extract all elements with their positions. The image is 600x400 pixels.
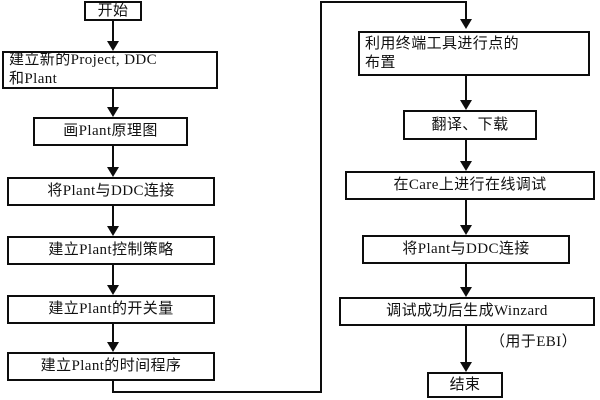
arrowhead-care-online-to-link-ddc-2 (460, 225, 472, 235)
arrowhead-control-plan-to-switch-qty (107, 285, 119, 295)
node-new-project[interactable]: 建立新的Project, DDC 和Plant (2, 51, 218, 89)
connector-winzard-to-end (465, 326, 467, 370)
arrowhead-translate-to-care-online (460, 161, 472, 171)
arrowhead-wrap-into-terminal-pts (460, 19, 472, 29)
connector-wrap-up (320, 1, 322, 393)
connector-wrap-down (112, 381, 114, 393)
node-link-ddc-1[interactable]: 将Plant与DDC连接 (7, 177, 215, 206)
node-end[interactable]: 结束 (427, 372, 503, 398)
connector-link-ddc-1-to-control-plan (112, 206, 114, 231)
connector-switch-qty-to-time-program (112, 324, 114, 347)
node-winzard[interactable]: 调试成功后生成Winzard (339, 297, 595, 326)
connector-draw-plant-to-link-ddc-1 (112, 146, 114, 172)
connector-control-plan-to-switch-qty (112, 265, 114, 290)
arrowhead-start-to-new-project (107, 41, 119, 51)
node-link-ddc-2[interactable]: 将Plant与DDC连接 (362, 235, 570, 264)
arrowhead-new-project-to-draw-plant (107, 107, 119, 117)
node-translate[interactable]: 翻译、下载 (403, 110, 537, 140)
connector-terminal-pts-to-translate (465, 76, 467, 104)
arrowhead-link-ddc-1-to-control-plan (107, 226, 119, 236)
node-time-program[interactable]: 建立Plant的时间程序 (7, 352, 215, 381)
node-start[interactable]: 开始 (84, 1, 142, 21)
connector-care-online-to-link-ddc-2 (465, 200, 467, 229)
node-care-online[interactable]: 在Care上进行在线调试 (345, 171, 595, 200)
node-terminal-pts[interactable]: 利用终端工具进行点的 布置 (358, 31, 590, 76)
arrowhead-terminal-pts-to-translate (460, 100, 472, 110)
connector-new-project-to-draw-plant (112, 89, 114, 111)
connector-wrap-into-terminal-pts (465, 1, 467, 23)
node-switch-qty[interactable]: 建立Plant的开关量 (7, 295, 215, 324)
connector-link-ddc-2-to-winzard (465, 264, 467, 291)
node-control-plan[interactable]: 建立Plant控制策略 (7, 236, 215, 265)
annotation-ebi-note: （用于EBI） (490, 334, 577, 350)
arrowhead-link-ddc-2-to-winzard (460, 287, 472, 297)
connector-wrap-bottom (112, 391, 322, 393)
connector-start-to-new-project (112, 21, 114, 44)
connector-translate-to-care-online (465, 140, 467, 165)
arrowhead-switch-qty-to-time-program (107, 342, 119, 352)
node-draw-plant[interactable]: 画Plant原理图 (33, 117, 188, 146)
connector-wrap-top (320, 1, 467, 3)
arrowhead-winzard-to-end (460, 362, 472, 372)
arrowhead-draw-plant-to-link-ddc-1 (107, 167, 119, 177)
